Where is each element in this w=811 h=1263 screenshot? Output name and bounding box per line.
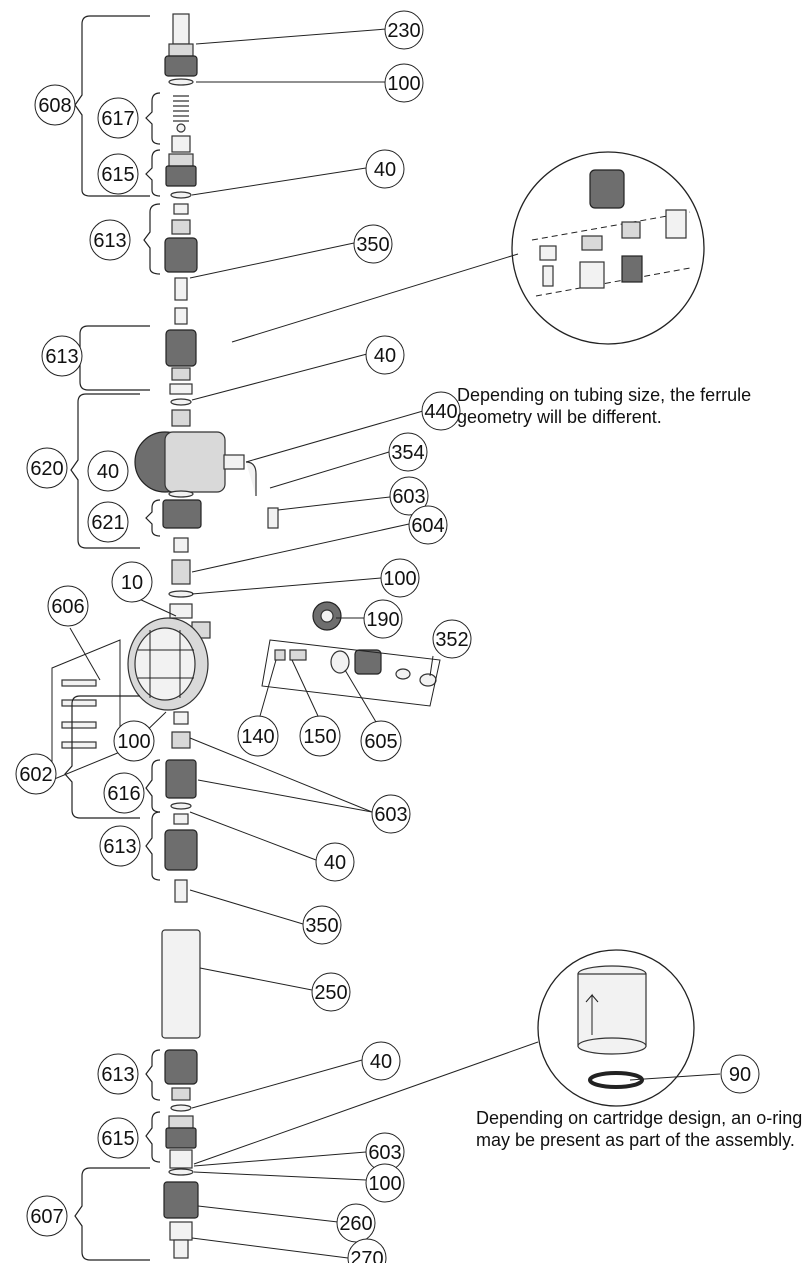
callout-350: 350	[302, 905, 342, 945]
callout-40: 40	[365, 335, 405, 375]
svg-text:100: 100	[383, 568, 416, 590]
svg-text:350: 350	[305, 915, 338, 937]
ferrule-note: Depending on tubing size, the ferrule ge…	[457, 385, 752, 427]
callout-616: 616	[103, 772, 145, 814]
svg-text:40: 40	[374, 159, 396, 181]
callout-613: 613	[89, 219, 131, 261]
callout-260: 260	[336, 1203, 376, 1243]
svg-text:40: 40	[374, 345, 396, 367]
callout-40: 40	[361, 1041, 401, 1081]
svg-text:40: 40	[370, 1051, 392, 1073]
part-stack	[61, 13, 437, 1259]
callout-190: 190	[363, 599, 403, 639]
callout-613: 613	[41, 335, 83, 377]
callout-613: 613	[99, 825, 141, 867]
svg-text:10: 10	[121, 572, 143, 594]
svg-text:190: 190	[366, 609, 399, 631]
svg-text:440: 440	[424, 401, 457, 423]
callout-615: 615	[97, 153, 139, 195]
cartridge-detail	[193, 949, 695, 1165]
callout-606: 606	[47, 585, 89, 627]
svg-text:605: 605	[364, 731, 397, 753]
callout-603: 603	[371, 794, 411, 834]
svg-text:250: 250	[314, 982, 347, 1004]
callout-620: 620	[26, 447, 68, 489]
svg-text:230: 230	[387, 20, 420, 42]
ferrule-detail	[231, 151, 705, 345]
callout-100: 100	[380, 558, 420, 598]
svg-text:140: 140	[241, 726, 274, 748]
callout-608: 608	[34, 84, 76, 126]
callouts: 230 100 608 617 615 40 613 350 613 40 44…	[15, 10, 760, 1263]
callout-10: 10	[111, 561, 153, 603]
leader-lines	[69, 28, 721, 1259]
svg-text:40: 40	[324, 852, 346, 874]
svg-text:615: 615	[101, 164, 134, 186]
callout-100: 100	[365, 1163, 405, 1203]
svg-text:100: 100	[117, 731, 150, 753]
svg-text:602: 602	[19, 764, 52, 786]
callout-604: 604	[408, 505, 448, 545]
callout-352: 352	[432, 619, 472, 659]
group-braces	[51, 15, 441, 1261]
svg-text:350: 350	[356, 234, 389, 256]
callout-140: 140	[237, 715, 279, 757]
oring-note: Depending on cartridge design, an o-ring…	[476, 1108, 803, 1150]
svg-text:613: 613	[45, 346, 78, 368]
svg-text:150: 150	[303, 726, 336, 748]
callout-250: 250	[311, 972, 351, 1012]
svg-text:621: 621	[91, 512, 124, 534]
svg-text:603: 603	[368, 1142, 401, 1164]
callout-100: 100	[384, 63, 424, 103]
svg-text:603: 603	[374, 804, 407, 826]
callout-40: 40	[87, 450, 129, 492]
svg-text:620: 620	[30, 458, 63, 480]
callout-270: 270	[347, 1238, 387, 1263]
svg-text:606: 606	[51, 596, 84, 618]
callout-605: 605	[360, 720, 402, 762]
svg-text:617: 617	[101, 108, 134, 130]
svg-text:100: 100	[368, 1173, 401, 1195]
svg-text:90: 90	[729, 1064, 751, 1086]
svg-text:604: 604	[411, 515, 444, 537]
callout-230: 230	[384, 10, 424, 50]
callout-602: 602	[15, 753, 57, 795]
svg-text:270: 270	[350, 1248, 383, 1263]
callout-440: 440	[421, 391, 461, 431]
callout-40: 40	[365, 149, 405, 189]
callout-90: 90	[720, 1054, 760, 1094]
svg-text:352: 352	[435, 629, 468, 651]
svg-text:354: 354	[391, 442, 424, 464]
callout-354: 354	[388, 432, 428, 472]
svg-text:613: 613	[103, 836, 136, 858]
svg-text:603: 603	[392, 486, 425, 508]
callout-617: 617	[97, 97, 139, 139]
callout-100: 100	[113, 720, 155, 762]
svg-text:40: 40	[97, 461, 119, 483]
callout-603: 603	[389, 476, 429, 516]
callout-40: 40	[315, 842, 355, 882]
svg-text:616: 616	[107, 783, 140, 805]
svg-text:260: 260	[339, 1213, 372, 1235]
callout-607: 607	[26, 1195, 68, 1237]
callout-615: 615	[97, 1117, 139, 1159]
svg-text:607: 607	[30, 1206, 63, 1228]
svg-text:615: 615	[101, 1128, 134, 1150]
callout-603: 603	[365, 1132, 405, 1172]
svg-text:613: 613	[101, 1064, 134, 1086]
callout-621: 621	[87, 501, 129, 543]
callout-150: 150	[299, 715, 341, 757]
svg-text:100: 100	[387, 73, 420, 95]
svg-text:608: 608	[38, 95, 71, 117]
callout-350: 350	[353, 224, 393, 264]
callout-613: 613	[97, 1053, 139, 1095]
svg-text:613: 613	[93, 230, 126, 252]
